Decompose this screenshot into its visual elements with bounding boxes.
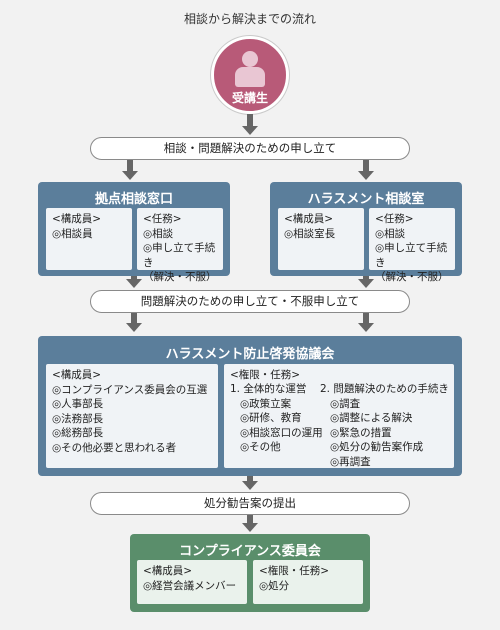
duty-item: ◎相談 — [143, 227, 174, 240]
member-item: ◎経営会議メンバー — [143, 579, 237, 592]
council-col1: 1. 全体的な運営 ◎政策立案 ◎研修、教育 ◎相談窓口の運用 ◎その他 — [230, 382, 334, 455]
members-header: <構成員> — [143, 565, 193, 577]
arrow-icon — [363, 313, 369, 324]
col2-item: ◎処分の勧告案作成 — [330, 441, 424, 453]
duty-item: （解決・不服） — [143, 271, 217, 283]
duty-item: ◎処分 — [259, 579, 290, 592]
member-item: ◎相談員 — [52, 227, 93, 240]
duties-header: <権限・任務> — [230, 369, 301, 381]
member-item: ◎総務部長 — [52, 427, 104, 439]
member-item: ◎コンプライアンス委員会の互選 — [52, 383, 208, 396]
proposal-step: 処分勧告案の提出 — [90, 492, 410, 515]
council-col2: 2. 問題解決のための手続き ◎調査 ◎調整による解決 ◎緊急の措置 ◎処分の勧… — [320, 382, 454, 469]
compliance-duties-panel: <権限・任務> ◎処分 — [253, 560, 363, 604]
col1-item: ◎研修、教育 — [240, 412, 302, 424]
arrow-icon — [131, 313, 137, 324]
duty-item: ◎申し立て手続き — [143, 242, 216, 269]
council-box: ハラスメント防止啓発協議会 <構成員> ◎コンプライアンス委員会の互選 ◎人事部… — [38, 336, 462, 476]
center-duties-panel: <任務> ◎相談 ◎申し立て手続き （解決・不服） — [137, 208, 223, 283]
duties-header: <任務> — [375, 213, 414, 225]
arrow-head-icon — [126, 323, 142, 332]
members-header: <構成員> — [284, 213, 334, 225]
harassment-room-title: ハラスメント相談室 — [307, 192, 425, 207]
arrow-icon — [127, 160, 133, 172]
person-icon — [242, 51, 258, 67]
arrow-head-icon — [122, 171, 138, 180]
appeal-step: 問題解決のための申し立て・不服申し立て — [90, 290, 410, 313]
compliance-box: コンプライアンス委員会 <構成員> ◎経営会議メンバー <権限・任務> ◎処分 — [130, 534, 370, 612]
room-members-panel: <構成員> ◎相談室長 — [278, 208, 364, 270]
person-body-icon — [235, 67, 265, 87]
arrow-head-icon — [242, 126, 258, 135]
duty-item: ◎相談 — [375, 227, 406, 240]
diagram-title: 相談から解決までの流れ — [183, 12, 316, 26]
duty-item: （解決・不服） — [375, 271, 449, 283]
center-title: 拠点相談窓口 — [94, 192, 173, 207]
col2-item: ◎調査 — [330, 397, 361, 410]
student-label: 受講生 — [231, 91, 268, 105]
col1-item: ◎政策立案 — [240, 397, 292, 410]
arrow-icon — [247, 515, 253, 524]
duties-header: <任務> — [143, 213, 182, 225]
col2-item: ◎緊急の措置 — [330, 426, 392, 439]
duty-item: ◎申し立て手続き — [375, 242, 448, 269]
consult-step: 相談・問題解決のための申し立て — [90, 137, 410, 160]
member-item: ◎法務部長 — [52, 412, 104, 425]
member-item: ◎その他必要と思われる者 — [52, 441, 177, 454]
room-duties-panel: <任務> ◎相談 ◎申し立て手続き （解決・不服） — [369, 208, 455, 283]
compliance-title: コンプライアンス委員会 — [179, 544, 321, 559]
center-members-panel: <構成員> ◎相談員 — [46, 208, 132, 270]
members-header: <構成員> — [52, 213, 102, 225]
duties-header: <権限・任務> — [259, 565, 330, 577]
arrow-head-icon — [358, 171, 374, 180]
council-title: ハラスメント防止啓発協議会 — [165, 347, 335, 362]
arrow-head-icon — [126, 279, 142, 288]
col2-item: ◎再調査 — [330, 455, 371, 468]
compliance-members-panel: <構成員> ◎経営会議メンバー — [137, 560, 247, 604]
student-node: 受講生 — [211, 36, 289, 114]
col1-item: ◎相談窓口の運用 — [240, 426, 323, 439]
member-item: ◎人事部長 — [52, 398, 104, 410]
col1-item: ◎その他 — [240, 441, 281, 453]
arrow-icon — [131, 276, 137, 280]
center-box: 拠点相談窓口 <構成員> ◎相談員 <任務> ◎相談 ◎申し立て手続き （解決・… — [38, 182, 230, 283]
arrow-icon — [247, 476, 253, 482]
members-header: <構成員> — [52, 369, 102, 381]
arrow-head-icon — [242, 481, 258, 490]
col2-header: 2. 問題解決のための手続き — [320, 383, 449, 395]
council-members-panel: <構成員> ◎コンプライアンス委員会の互選 ◎人事部長 ◎法務部長 ◎総務部長 … — [46, 364, 218, 468]
member-item: ◎相談室長 — [284, 227, 336, 240]
arrow-icon — [363, 160, 369, 172]
arrow-head-icon — [242, 523, 258, 532]
col2-item: ◎調整による解決 — [330, 412, 413, 424]
arrow-icon — [363, 276, 369, 280]
council-duties-panel: <権限・任務> 1. 全体的な運営 ◎政策立案 ◎研修、教育 ◎相談窓口の運用 … — [224, 364, 454, 468]
arrow-icon — [247, 114, 253, 127]
arrow-head-icon — [358, 323, 374, 332]
arrow-head-icon — [358, 279, 374, 288]
col1-header: 1. 全体的な運営 — [230, 383, 307, 395]
harassment-room-box: ハラスメント相談室 <構成員> ◎相談室長 <任務> ◎相談 ◎申し立て手続き … — [270, 182, 462, 283]
